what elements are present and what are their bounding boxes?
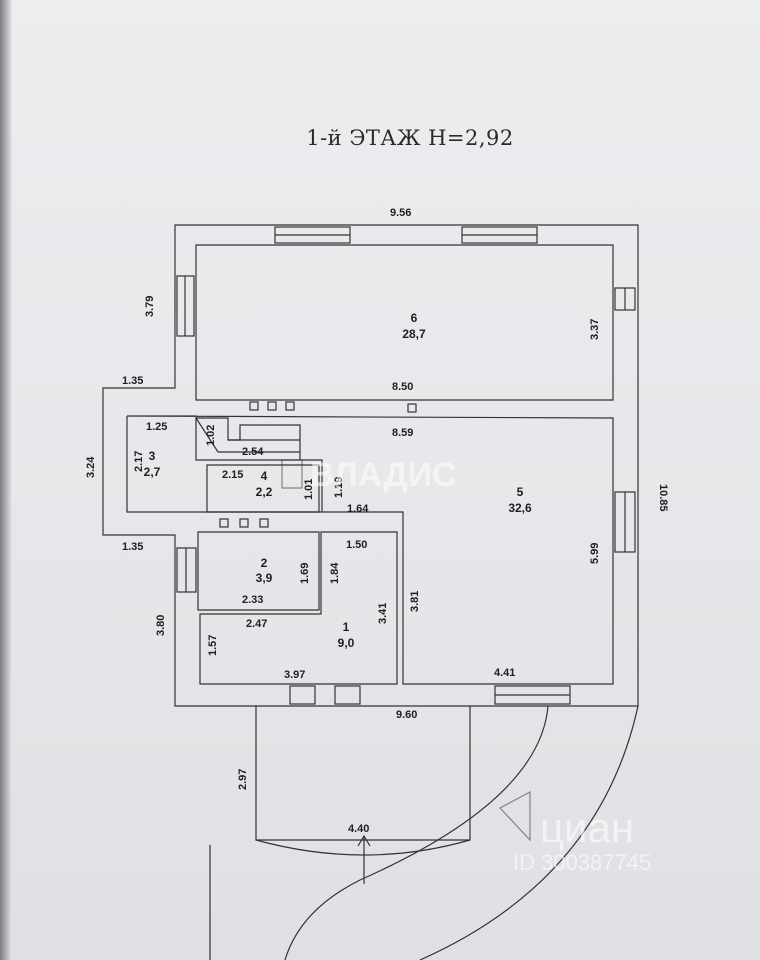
vladis-watermark-text: ВЛАДИС: [310, 456, 457, 494]
dim-left-hall: 3.24: [85, 456, 97, 478]
dim-corridor-right: 3.81: [409, 591, 421, 612]
dim-room6-bottom: 8.50: [392, 381, 413, 393]
dim-room1-bottom: 3.97: [284, 669, 305, 681]
cian-logo-icon: [499, 791, 531, 842]
dim-terrace-bottom: 4.40: [348, 823, 369, 835]
cian-watermark-text: циан: [540, 804, 634, 851]
dim-room2-height: 1.69: [299, 563, 311, 584]
dim-room1-right-upper: 1.84: [329, 562, 341, 584]
room-4-number: 4: [261, 469, 268, 483]
dim-room1-left: 1.57: [207, 635, 219, 656]
dim-porch-upper: 1.35: [122, 375, 143, 387]
dim-room1-top: 1.50: [346, 539, 367, 551]
dim-corridor-top: 1.64: [347, 503, 369, 515]
room-2-area: 3,9: [256, 571, 273, 585]
dim-room4-height: 1.01: [303, 479, 315, 500]
dim-terrace-left: 2.97: [237, 769, 249, 790]
dim-room1-right: 3.41: [377, 603, 389, 624]
vladis-watermark: ВЛАДИС: [281, 456, 457, 494]
dim-room5-right: 5.99: [589, 543, 601, 564]
room-3-area: 2,7: [144, 465, 161, 479]
dim-room4-width: 2.15: [222, 469, 243, 481]
dim-stair: 1.02: [205, 425, 217, 446]
room-2-number: 2: [261, 556, 268, 570]
dim-room2-bottom: 2.33: [242, 594, 263, 606]
dim-porch-lower: 1.35: [122, 541, 143, 553]
terrace: [209, 705, 639, 960]
paper-edge: [0, 0, 12, 960]
dim-right-room6: 3.37: [589, 319, 601, 340]
room-6-area: 28,7: [402, 327, 426, 341]
dim-top-width: 9.56: [390, 207, 411, 219]
dim-room5-top: 8.59: [392, 427, 413, 439]
dim-left-upper: 3.79: [144, 296, 156, 317]
dim-stair-run: 2.54: [242, 446, 264, 458]
windows: [176, 226, 636, 705]
dim-room3-height: 2.17: [133, 451, 145, 472]
outer-walls: [102, 224, 639, 707]
room-6-number: 6: [411, 311, 418, 325]
room-5-area: 32,6: [508, 501, 532, 515]
dim-stair-width: 1.25: [146, 421, 167, 433]
room-1-number: 1: [343, 620, 350, 634]
cian-listing-id: ID 300387745: [513, 850, 651, 875]
room-3-number: 3: [149, 449, 156, 463]
room-4-area: 2,2: [256, 485, 273, 499]
dim-left-lower: 3.80: [155, 615, 167, 636]
staircase: [195, 417, 301, 460]
dim-bottom-width: 9.60: [396, 709, 417, 721]
dim-room4-right: 1.19: [333, 477, 345, 498]
room-5-number: 5: [517, 485, 524, 499]
room-1-area: 9,0: [338, 636, 355, 650]
dim-room5-bottom: 4.41: [494, 667, 515, 679]
vladis-logo-icon: [281, 459, 303, 489]
cian-watermark: циан ID 300387745: [499, 791, 651, 875]
dim-right-total: 10.85: [657, 484, 669, 512]
dim-room1-top-width: 2.47: [246, 618, 267, 630]
floor-title: 1-й ЭТАЖ Н=2,92: [306, 126, 514, 150]
